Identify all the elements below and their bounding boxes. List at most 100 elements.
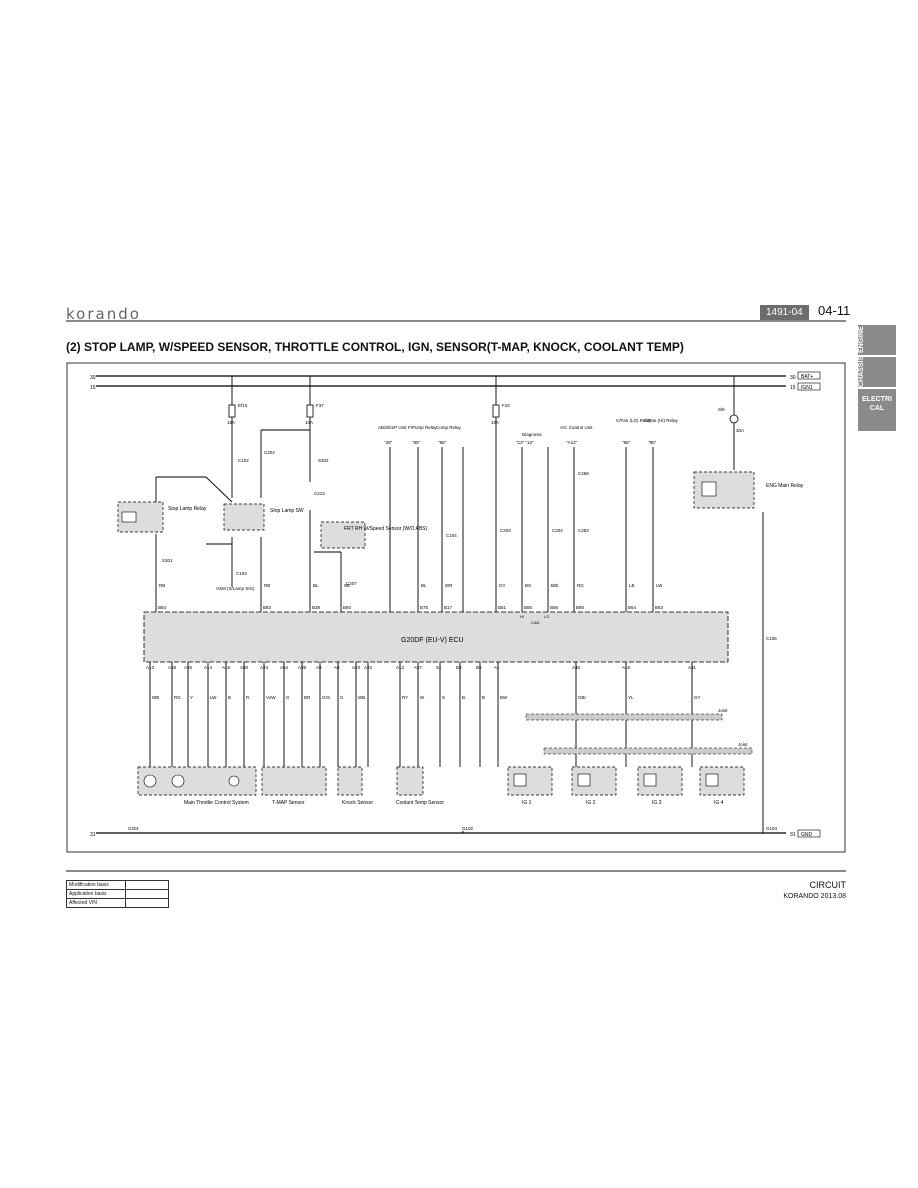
tab-electrical[interactable]: ELECTRI CAL: [858, 389, 896, 431]
remote-abs-esp-pin: "28": [384, 440, 393, 445]
page-code-badge: 1491-04: [760, 305, 809, 320]
ecu-bottom-pin: B3: [456, 665, 462, 670]
ignition-coil-label: IG 3: [652, 800, 662, 806]
coolant-label: Coolant Temp Sensor: [396, 800, 444, 806]
ecu-bottom-pin: A31: [688, 665, 697, 670]
throttle-motor-icon: [171, 774, 185, 788]
remote-abs-esp: ABS/ESP Unit: [378, 425, 407, 430]
ecu-top-wire: BG: [525, 583, 532, 588]
ecu-top-wire: WL: [344, 583, 351, 588]
ecu-bottom-wire: R: [246, 695, 250, 700]
ecu-bottom-wire: G: [286, 695, 290, 700]
ecu-top-wire: LB: [629, 583, 635, 588]
ecu-bottom-pin: A22: [364, 665, 373, 670]
remote-comp: Comp Relay: [436, 425, 462, 430]
tab-chassis[interactable]: CHASSIS: [858, 356, 896, 387]
ecu-box: [143, 611, 729, 663]
ecu-bottom-pin: A30: [240, 665, 249, 670]
ecu-bottom-pin: A39: [298, 665, 307, 670]
bat-rail-number: 30: [90, 375, 96, 381]
ecu-top-pin: B84: [158, 605, 167, 610]
ign-rail-end-number: 15: [790, 385, 796, 391]
connector-c204: C204: [264, 450, 275, 455]
ecu-bottom-pin: A28: [168, 665, 177, 670]
frt-rh-speed-sensor-label: FRT RH W/Speed Sensor (W/O ABS): [344, 526, 428, 532]
gnd-rail-number: 31: [90, 832, 96, 838]
frt-rh-speed-sensor: [320, 521, 366, 549]
stop-lamp-relay-label: Stop Lamp Relay: [168, 506, 207, 512]
remote-diagnosis: Diagnosis: [522, 432, 543, 437]
ecu-bottom-wire: WB: [152, 695, 159, 700]
ecu-top-pin: B38: [312, 605, 321, 610]
stop-lamp-relay: [117, 501, 164, 533]
ignition-coil-icon: [513, 773, 527, 787]
voltmeter-icon: [228, 775, 240, 787]
gnd-rail-end-number: 31: [790, 832, 796, 838]
footer-section: CIRCUIT: [809, 880, 847, 890]
info-value: [125, 898, 169, 908]
ecu-bottom-wire: YL: [628, 695, 634, 700]
ecu-bottom-pin: A27: [414, 665, 423, 670]
ecu-bottom-wire: Y: [190, 695, 193, 700]
remote-cfan-lo-pin: "86": [622, 440, 631, 445]
ecu-top-wire: RG: [577, 583, 584, 588]
connector-c213: C213: [314, 491, 325, 496]
ecu-top-pin: B63: [655, 605, 664, 610]
ignition-coil-icon: [577, 773, 591, 787]
fuse-f37-rating: 10A: [305, 420, 313, 425]
connector-c104: C104: [446, 533, 457, 538]
connector-s202: S202: [318, 458, 329, 463]
main-throttle-label: Main Throttle Control System: [184, 800, 249, 806]
ecu-top-pin: B51: [498, 605, 507, 610]
ecu-top-pin: B56: [550, 605, 559, 610]
can-lo-label: LO: [544, 614, 549, 619]
ecu-bottom-pin: B5: [476, 665, 482, 670]
eng-main-relay-label: ENG Main Relay: [766, 483, 804, 489]
info-label: Application basis: [66, 889, 126, 899]
ignition-coil-icon: [643, 773, 657, 787]
remote-fpump: F/Pump Relay: [408, 425, 437, 430]
ecu-top-pin: B54: [628, 605, 637, 610]
vsm-label: VSM (S/Lamp SIG): [216, 586, 255, 591]
fuse-f42-id: F42: [502, 403, 510, 408]
coolant-box: [396, 766, 424, 796]
ecu-bottom-wire: G: [340, 695, 344, 700]
info-value: [125, 880, 169, 890]
ecu-bottom-pin: A14: [204, 665, 213, 670]
ign-rail-number: 15: [90, 385, 96, 391]
ecu-bottom-wire: B: [462, 695, 465, 700]
ecu-bottom-wire: B: [228, 695, 231, 700]
ecu-bottom-pin: A13: [146, 665, 155, 670]
ecu-top-wire: LW: [656, 583, 663, 588]
info-label: Affected VIN: [66, 898, 126, 908]
header-divider: [66, 320, 846, 322]
connector-c103: C103: [236, 571, 247, 576]
fuse-ef10-id: Ef10: [238, 403, 248, 408]
ecu-top-pin: B82: [263, 605, 272, 610]
fuse-ef10: [228, 404, 236, 418]
ecu-bottom-wire: S: [442, 695, 445, 700]
tab-engine[interactable]: ENGINE: [858, 325, 896, 355]
table-row: Application basis: [66, 889, 169, 899]
ignition-coil-icon: [705, 773, 719, 787]
page-number: 04-11: [818, 303, 851, 318]
ecu-bottom-pin: A26: [184, 665, 193, 670]
ecu-top-pin: B55: [524, 605, 533, 610]
table-row: Affected VIN: [66, 898, 169, 908]
ecu-bottom-wire: BR: [304, 695, 311, 700]
ecu-top-pin: B90: [576, 605, 585, 610]
ign-rail-tag: IGN1: [801, 385, 813, 391]
page-title: (2) STOP LAMP, W/SPEED SENSOR, THROTTLE …: [66, 340, 684, 354]
ecu-bottom-wire: W: [420, 695, 425, 700]
ecu-bottom-wire: GBr: [578, 695, 587, 700]
connector-c253: C253: [578, 528, 589, 533]
ecu-top-wire: B/B: [551, 583, 558, 588]
connector-g102: G102: [462, 826, 474, 831]
remote-fpump-pin: "85": [412, 440, 421, 445]
tmap-box: [261, 766, 327, 796]
fuse-f42-rating: 10A: [491, 420, 499, 425]
footer-divider: [66, 870, 846, 872]
connector-c204b: C204: [552, 528, 563, 533]
ecu-top-wire: RB: [159, 583, 165, 588]
fuse-sf6-id: Sf6: [718, 407, 725, 412]
